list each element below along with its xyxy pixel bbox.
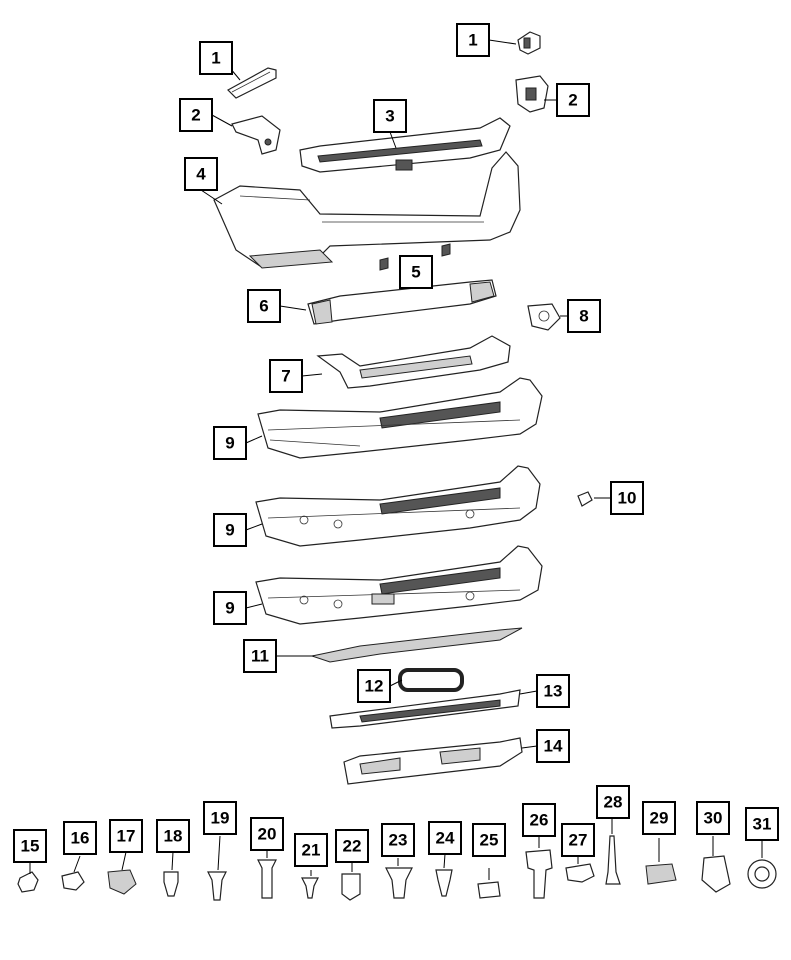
- callout-14: 14: [536, 729, 570, 763]
- callout-label: 23: [389, 831, 408, 850]
- callout-label: 2: [191, 106, 200, 125]
- callout-26: 26: [522, 803, 556, 837]
- part-13-step-pad: [329, 689, 521, 729]
- callout-9-a: 9: [213, 426, 247, 460]
- part-2-right-bracket: [515, 75, 549, 113]
- callout-22: 22: [335, 829, 369, 863]
- callout-9-c: 9: [213, 591, 247, 625]
- callout-label: 8: [579, 307, 588, 326]
- callout-15: 15: [13, 829, 47, 863]
- part-11-skid-panel: [310, 627, 523, 663]
- callout-label: 15: [21, 837, 40, 856]
- callout-24: 24: [428, 821, 462, 855]
- part-5-clips: [379, 243, 451, 271]
- callout-label: 9: [225, 521, 234, 540]
- callout-8: 8: [567, 299, 601, 333]
- callout-5: 5: [399, 255, 433, 289]
- part-1-right-clip: [517, 31, 541, 55]
- callout-label: 18: [164, 827, 183, 846]
- part-10-ring: [577, 491, 593, 507]
- callout-19: 19: [203, 801, 237, 835]
- part-12-bezel: [398, 668, 464, 692]
- callout-label: 28: [604, 793, 623, 812]
- callout-label: 12: [365, 677, 384, 696]
- callout-25: 25: [472, 823, 506, 857]
- callout-21: 21: [294, 833, 328, 867]
- callout-label: 31: [753, 815, 772, 834]
- callout-12: 12: [357, 669, 391, 703]
- part-6-reinforcement: [307, 279, 497, 325]
- callout-label: 21: [302, 841, 321, 860]
- callout-3: 3: [373, 99, 407, 133]
- callout-label: 1: [211, 49, 220, 68]
- callout-label: 5: [411, 263, 420, 282]
- part-7-lower-absorber: [316, 335, 511, 389]
- callout-11: 11: [243, 639, 277, 673]
- callout-label: 27: [569, 831, 588, 850]
- callout-31: 31: [745, 807, 779, 841]
- callout-label: 4: [196, 165, 206, 184]
- callout-label: 25: [480, 831, 499, 850]
- callout-label: 7: [281, 367, 290, 386]
- callout-label: 3: [385, 107, 394, 126]
- callout-30: 30: [696, 801, 730, 835]
- part-9-fascia-c: [255, 545, 543, 625]
- callout-label: 30: [704, 809, 723, 828]
- callout-label: 13: [544, 682, 563, 701]
- callout-29: 29: [642, 801, 676, 835]
- callout-2-right: 2: [556, 83, 590, 117]
- callout-label: 1: [468, 31, 477, 50]
- callout-1-right: 1: [456, 23, 490, 57]
- callout-1-left: 1: [199, 41, 233, 75]
- callout-label: 9: [225, 599, 234, 618]
- callout-label: 10: [618, 489, 637, 508]
- callout-label: 26: [530, 811, 549, 830]
- callout-label: 16: [71, 829, 90, 848]
- part-9-fascia-b: [255, 465, 541, 547]
- callout-20: 20: [250, 817, 284, 851]
- callout-label: 11: [251, 647, 269, 666]
- part-1-left-bracket: [227, 67, 277, 99]
- callout-label: 2: [568, 91, 577, 110]
- callout-label: 24: [436, 829, 455, 848]
- callout-27: 27: [561, 823, 595, 857]
- callout-17: 17: [109, 819, 143, 853]
- callout-label: 29: [650, 809, 669, 828]
- callout-2-left: 2: [179, 98, 213, 132]
- callout-6: 6: [247, 289, 281, 323]
- callout-16: 16: [63, 821, 97, 855]
- part-3-upper-absorber: [299, 117, 511, 173]
- callout-4: 4: [184, 157, 218, 191]
- callout-10: 10: [610, 481, 644, 515]
- callout-label: 9: [225, 434, 234, 453]
- hardware-parts: [17, 835, 777, 901]
- part-9-fascia-a: [257, 377, 543, 459]
- callout-label: 20: [258, 825, 277, 844]
- part-14-lower-trim: [343, 737, 523, 785]
- part-2-left-bracket: [231, 115, 281, 155]
- callout-28: 28: [596, 785, 630, 819]
- callout-18: 18: [156, 819, 190, 853]
- callout-label: 22: [343, 837, 362, 856]
- callout-23: 23: [381, 823, 415, 857]
- callout-label: 14: [544, 737, 563, 756]
- part-4-upper-fascia: [213, 151, 521, 269]
- callout-9-b: 9: [213, 513, 247, 547]
- callout-label: 6: [259, 297, 268, 316]
- callout-label: 17: [117, 827, 136, 846]
- callout-13: 13: [536, 674, 570, 708]
- callout-label: 19: [211, 809, 230, 828]
- callout-7: 7: [269, 359, 303, 393]
- part-8-plate: [527, 303, 561, 331]
